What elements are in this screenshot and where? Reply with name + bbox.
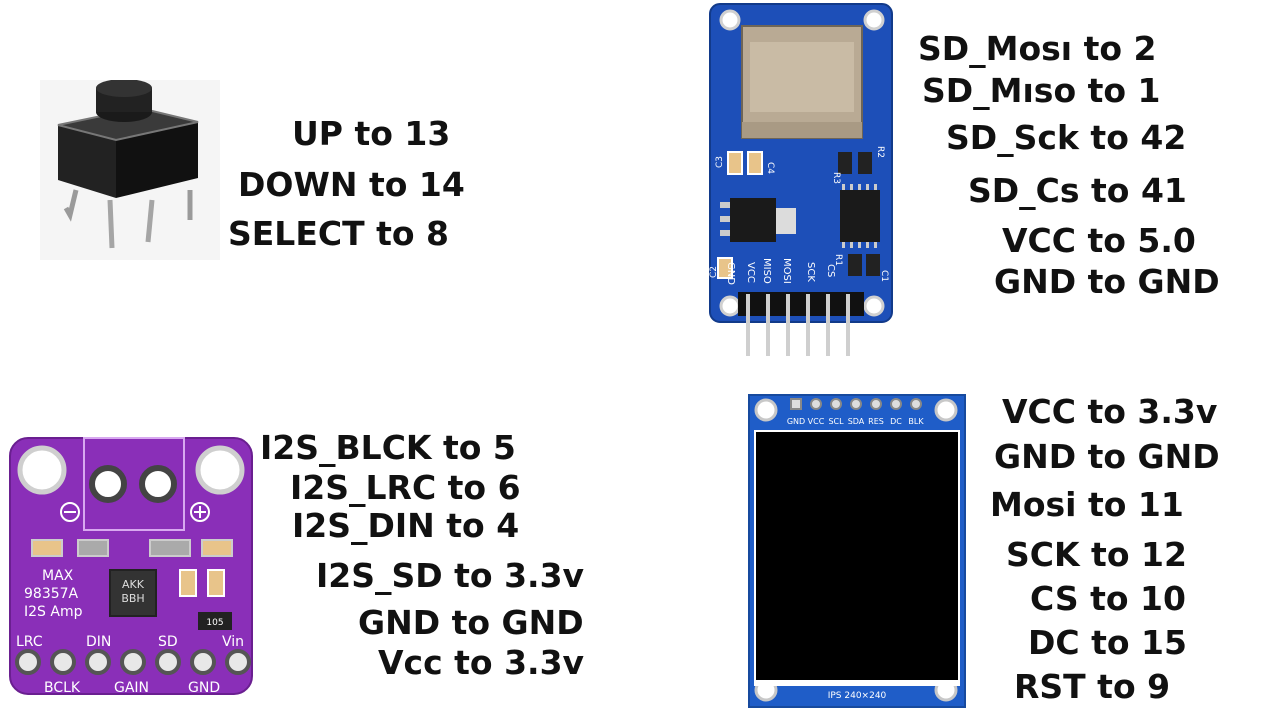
sd-card-module-image: C3 C4 R3 R2 R1 C2 C1 GND VCC MISO MOSI S… [708, 2, 894, 358]
button-label-select: SELECT to 8 [228, 217, 449, 250]
sd-label-miso: SD_Mıso to 1 [922, 74, 1161, 107]
tft-label-vcc: VCC to 3.3v [1002, 395, 1217, 428]
amp-resistor-text: 105 [206, 618, 223, 628]
amp-silk-model: 98357A [24, 586, 79, 602]
amp-label-vcc: Vcc to 3.3v [378, 646, 584, 679]
sd-label-gnd: GND to GND [994, 265, 1220, 298]
push-button-image [40, 80, 220, 260]
button-label-up: UP to 13 [292, 117, 450, 150]
sd-pin-gnd: GND [725, 262, 736, 285]
amp-silk-i2s-amp: I2S Amp [24, 604, 83, 620]
sd-pin-vcc: VCC [745, 262, 756, 283]
tft-label-cs: CS to 10 [1030, 582, 1186, 615]
tft-display-image: GND VCC SCL SDA RES DC BLK IPS 240×240 [748, 394, 966, 708]
tft-pin-dc: DC [890, 417, 902, 426]
tft-pin-vcc: VCC [808, 417, 825, 426]
amp-pin-bclk: BCLK [44, 680, 81, 696]
tft-pin-res: RES [868, 417, 884, 426]
amp-label-lrc: I2S_LRC to 6 [290, 471, 521, 504]
sd-label-sck: SD_Sck to 42 [946, 121, 1186, 154]
tft-model-text: IPS 240×240 [828, 691, 887, 701]
tft-label-dc: DC to 15 [1028, 626, 1187, 659]
amp-pin-lrc: LRC [16, 634, 43, 650]
sd-label-mosi: SD_Mosı to 2 [918, 32, 1157, 65]
button-label-down: DOWN to 14 [238, 168, 465, 201]
amp-pin-vin: Vin [222, 634, 244, 650]
tft-pin-gnd: GND [787, 417, 805, 426]
amp-pin-din: DIN [86, 634, 111, 650]
sd-silk-c2: C2 [709, 266, 719, 278]
sd-label-cs: SD_Cs to 41 [968, 174, 1187, 207]
amp-ic-text-1: AKK [122, 578, 145, 591]
amp-pin-gain: GAIN [114, 680, 149, 696]
amp-pin-gnd: GND [188, 680, 220, 696]
amp-label-gnd: GND to GND [358, 606, 584, 639]
tft-label-sck: SCK to 12 [1006, 538, 1187, 571]
amp-pin-sd: SD [158, 634, 178, 650]
sd-pin-cs: CS [825, 264, 836, 277]
sd-pin-sck: SCK [805, 262, 816, 282]
amp-silk-max: MAX [42, 568, 74, 584]
sd-pin-miso: MISO [761, 258, 772, 284]
sd-silk-r3: R3 [831, 172, 841, 184]
sd-pin-mosi: MOSI [781, 258, 792, 284]
sd-silk-c3: C3 [715, 156, 725, 168]
i2s-amp-image: AKK BBH 105 MAX 98357A I2S Amp LRC DIN S… [8, 436, 254, 698]
tft-label-mosi: Mosi to 11 [990, 488, 1184, 521]
tft-pin-blk: BLK [908, 417, 924, 426]
tft-label-gnd: GND to GND [994, 440, 1220, 473]
amp-ic-text-2: BBH [121, 592, 144, 605]
sd-silk-c4: C4 [765, 162, 775, 174]
amp-label-sd: I2S_SD to 3.3v [316, 559, 584, 592]
tft-pin-scl: SCL [828, 417, 844, 426]
sd-silk-r2: R2 [875, 146, 885, 158]
tft-label-rst: RST to 9 [1014, 670, 1170, 703]
sd-label-vcc: VCC to 5.0 [1002, 224, 1196, 257]
sd-silk-c1: C1 [879, 270, 889, 282]
tft-pin-sda: SDA [848, 417, 865, 426]
amp-label-bclk: I2S_BLCK to 5 [260, 431, 516, 464]
amp-label-din: I2S_DIN to 4 [292, 509, 519, 542]
